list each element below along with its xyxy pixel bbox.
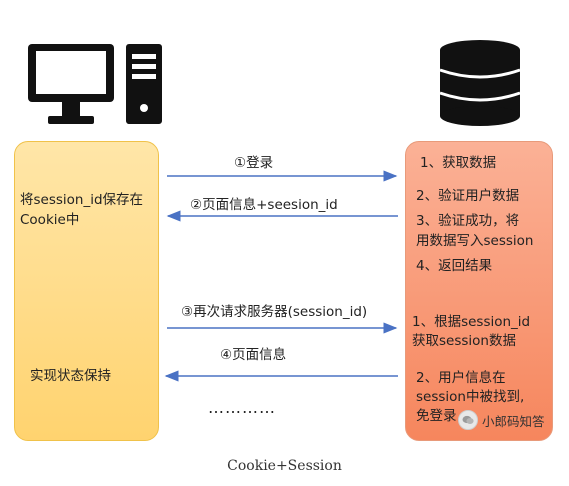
server-step-4: 4、返回结果 [416,258,493,274]
server-box [405,141,553,441]
server-later-1: 1、根据session_id [412,314,531,330]
arrow-page-info-label: ④页面信息 [220,347,287,363]
ellipsis: ………… [208,398,276,417]
desktop-computer-icon [28,44,162,124]
server-later-2-cont2: 免登录 [416,408,457,424]
client-note-line1: 将session_id保存在 [20,192,144,208]
server-step-3: 3、验证成功，将 [416,213,520,229]
server-later-2-cont: session中被找到, [416,389,525,405]
server-later-1-cont: 获取session数据 [412,333,516,349]
client-note-line2: Cookie中 [20,212,80,228]
server-step-3-cont: 用数据写入session [416,233,534,249]
watermark: 小郎码知答 [458,410,545,430]
figure-caption: Cookie+Session [227,458,342,474]
arrow-page-info-session-label: ②页面信息+seesion_id [190,197,338,213]
client-box [14,141,159,441]
database-icon [439,40,521,126]
client-note-bottom: 实现状态保持 [30,368,111,384]
server-step-1: 1、获取数据 [420,155,497,171]
watermark-text: 小郎码知答 [482,413,545,429]
arrow-login-label: ①登录 [234,155,274,171]
arrow-request-again-label: ③再次请求服务器(session_id) [181,304,368,320]
wechat-icon [458,410,478,430]
server-step-2: 2、验证用户数据 [416,188,520,204]
server-later-2: 2、用户信息在 [416,370,506,386]
